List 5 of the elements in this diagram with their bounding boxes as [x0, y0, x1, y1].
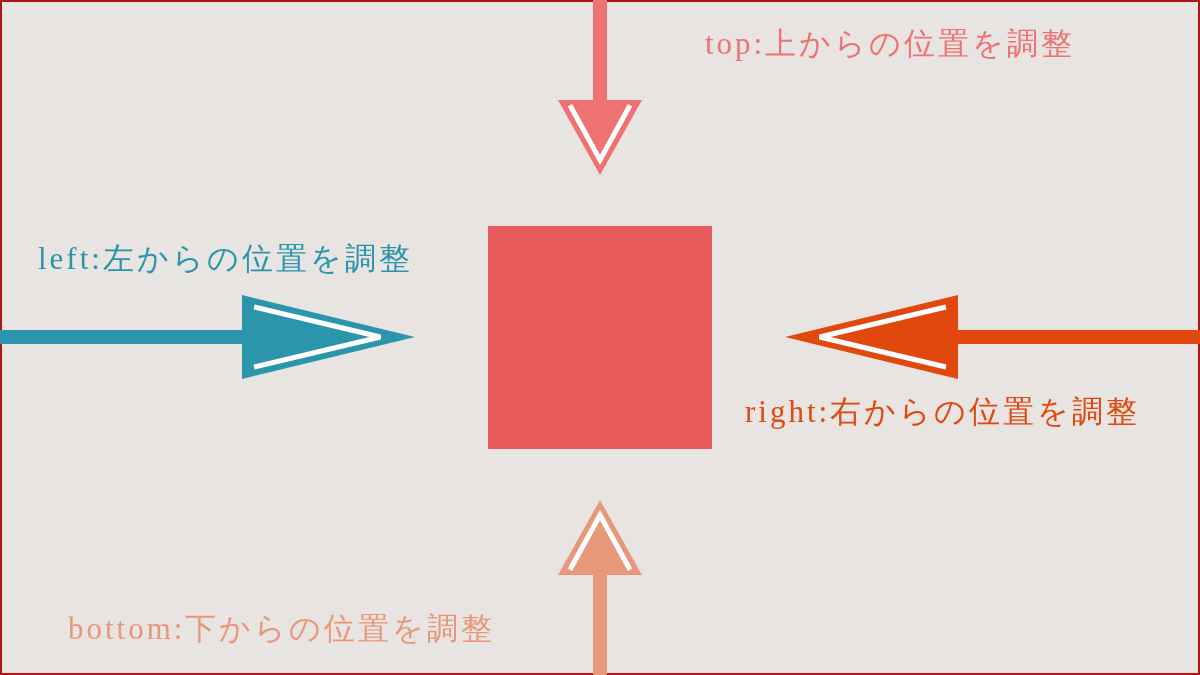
- arrow-label: bottom:下からの位置を調整: [68, 610, 496, 648]
- arrow-label: top:上からの位置を調整: [705, 25, 1076, 63]
- square-box: [488, 226, 712, 449]
- arrow-label: right:右からの位置を調整: [745, 393, 1141, 431]
- arrow-label: left:左からの位置を調整: [38, 240, 413, 278]
